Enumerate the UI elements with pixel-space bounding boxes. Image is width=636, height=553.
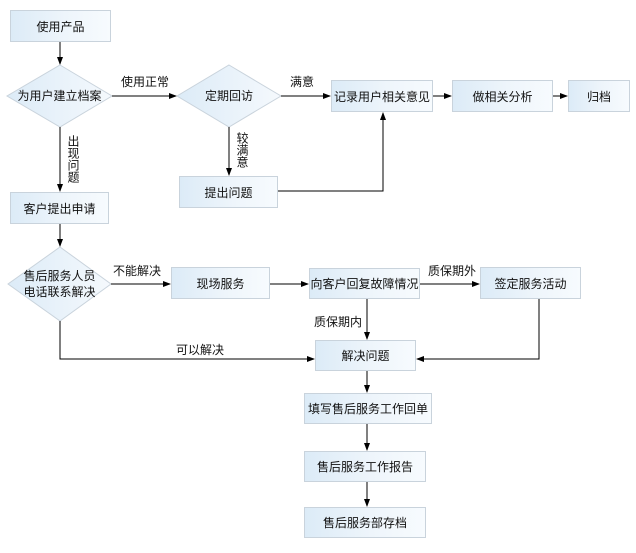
node-periodic-visit: 定期回访 bbox=[204, 89, 253, 103]
node-record-opinion: 记录用户相关意见 bbox=[331, 80, 433, 112]
node-create-profile: 为用户建立档案 bbox=[17, 89, 102, 103]
node-onsite-service: 现场服务 bbox=[171, 267, 270, 299]
label-can-solve: 可以解决 bbox=[176, 343, 225, 357]
node-sign-service: 签定服务活动 bbox=[480, 267, 581, 299]
node-work-report: 售后服务工作报告 bbox=[304, 451, 426, 482]
node-raise-issue: 提出问题 bbox=[179, 176, 278, 208]
node-customer-request: 客户提出申请 bbox=[10, 192, 109, 224]
edge-issue-to-record bbox=[278, 112, 386, 192]
label-problem-occurs: 出现问题 bbox=[66, 135, 80, 183]
edge-sign-to-solve bbox=[416, 298, 540, 362]
label-normal-use: 使用正常 bbox=[121, 75, 170, 89]
node-solve-problem: 解决问题 bbox=[315, 340, 416, 371]
label-fairly-satisfied: 较满意 bbox=[235, 132, 249, 168]
node-reply-fault: 向客户回复故障情况 bbox=[309, 268, 420, 299]
node-phone-support-line2: 电话联系解决 bbox=[23, 285, 96, 299]
node-phone-support-line1: 售后服务人员 bbox=[23, 269, 96, 283]
node-dept-archive: 售后服务部存档 bbox=[304, 507, 426, 538]
label-satisfied: 满意 bbox=[290, 75, 315, 89]
node-fill-receipt: 填写售后服务工作回单 bbox=[304, 393, 432, 424]
label-out-of-warranty: 质保期外 bbox=[428, 264, 477, 278]
node-use-product: 使用产品 bbox=[10, 10, 111, 42]
edge-phone-to-solve bbox=[59, 321, 315, 362]
node-phone-support: 售后服务人员 电话联系解决 bbox=[8, 268, 111, 300]
label-in-warranty: 质保期内 bbox=[314, 315, 363, 329]
node-analysis: 做相关分析 bbox=[452, 80, 553, 112]
label-cannot-solve: 不能解决 bbox=[113, 264, 162, 278]
node-archive: 归档 bbox=[568, 80, 630, 112]
